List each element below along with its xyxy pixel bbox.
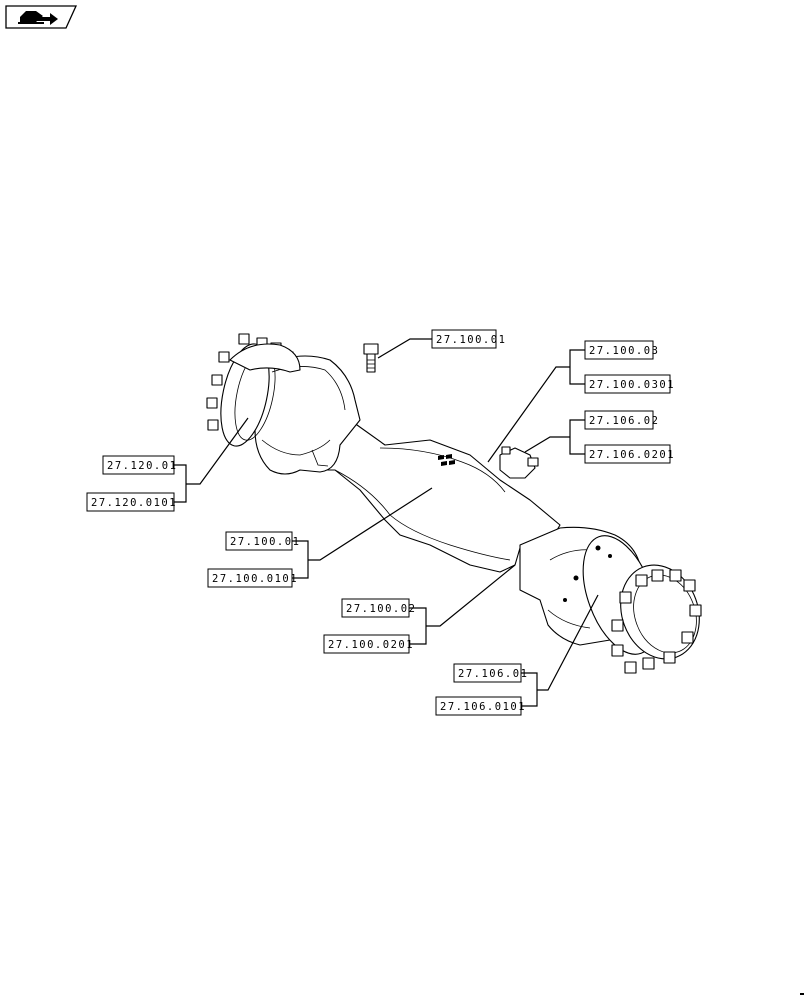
svg-text:27.106.0201: 27.106.0201 xyxy=(589,449,675,461)
svg-text:27.106.01: 27.106.01 xyxy=(458,668,528,680)
svg-text:27.100.02: 27.100.02 xyxy=(346,603,416,615)
next-page-button[interactable] xyxy=(5,5,78,29)
ref-label-27-100-01-center[interactable]: 27.100.01 xyxy=(225,531,300,551)
breather-fitting xyxy=(499,446,539,479)
svg-text:27.100.0101: 27.100.0101 xyxy=(212,573,298,585)
leader-lines xyxy=(174,338,599,707)
corner-mark xyxy=(800,993,804,995)
svg-text:27.100.0201: 27.100.0201 xyxy=(328,639,414,651)
ref-label-27-100-02[interactable]: 27.100.02 xyxy=(341,598,416,618)
ref-label-27-100-0201[interactable]: 27.100.0201 xyxy=(323,634,414,654)
ref-label-27-100-03[interactable]: 27.100.03 xyxy=(584,340,659,360)
ref-label-27-120-01[interactable]: 27.120.01 xyxy=(102,455,177,475)
svg-text:27.106.02: 27.106.02 xyxy=(589,415,659,427)
ref-label-27-120-0101[interactable]: 27.120.0101 xyxy=(86,492,177,512)
svg-text:27.120.01: 27.120.01 xyxy=(107,460,177,472)
axle-housing-drawing xyxy=(206,333,702,674)
ref-label-27-106-02[interactable]: 27.106.02 xyxy=(584,410,659,430)
top-bolt xyxy=(363,343,379,373)
right-hub-studs xyxy=(611,569,702,674)
next-page-arrow-icon xyxy=(18,11,58,25)
svg-text:27.106.0101: 27.106.0101 xyxy=(440,701,526,713)
svg-text:27.120.0101: 27.120.0101 xyxy=(91,497,177,509)
svg-text:27.100.03: 27.100.03 xyxy=(589,345,659,357)
svg-text:27.100.0301: 27.100.0301 xyxy=(589,379,675,391)
ref-label-bolt[interactable]: 27.100.01 xyxy=(431,329,506,349)
ref-label-27-100-0301[interactable]: 27.100.0301 xyxy=(584,374,675,394)
svg-text:27.100.01: 27.100.01 xyxy=(230,536,300,548)
ref-label-27-106-01[interactable]: 27.106.01 xyxy=(453,663,528,683)
ref-text-bolt: 27.100.01 xyxy=(436,334,506,346)
ref-label-27-106-0101[interactable]: 27.106.0101 xyxy=(435,696,526,716)
ref-label-27-106-0201[interactable]: 27.106.0201 xyxy=(584,444,675,464)
ref-label-27-100-0101[interactable]: 27.100.0101 xyxy=(207,568,298,588)
